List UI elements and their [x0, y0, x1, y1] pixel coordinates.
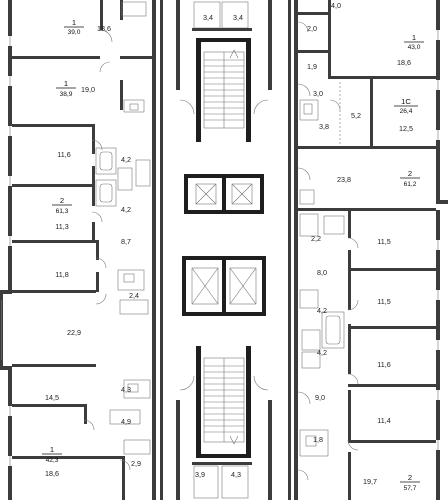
apartment-badge: 2 57,7 — [400, 473, 420, 492]
room-area: 22,9 — [67, 328, 81, 337]
svg-text:2: 2 — [408, 473, 412, 482]
room-area: 11,5 — [377, 297, 390, 306]
apartment-badge: 1 39,0 — [64, 18, 84, 36]
room-area: 12,5 — [399, 124, 413, 133]
room-area: 18,6 — [97, 24, 111, 33]
room-area: 18,6 — [397, 58, 411, 67]
room-area: 11,3 — [55, 222, 68, 231]
svg-text:42,3: 42,3 — [46, 457, 59, 464]
room-area: 9,0 — [315, 393, 325, 402]
room-area: 19,7 — [363, 477, 377, 486]
apartment-badge: 1 42,3 — [42, 445, 62, 464]
svg-text:1: 1 — [64, 79, 68, 88]
room-labels: 18,6 3,4 3,4 4,0 2,0 19,0 1,9 18,6 3,0 5… — [45, 1, 413, 486]
room-area: 2,4 — [129, 291, 139, 300]
svg-text:61,3: 61,3 — [56, 208, 69, 215]
central-core — [176, 0, 272, 500]
room-area: 4,2 — [121, 155, 131, 164]
apartment-badges: 1 39,0 1 43,0 1 38,9 1С 26,4 2 61,3 2 61… — [42, 18, 424, 492]
room-area: 4,3 — [121, 385, 131, 394]
room-area: 3,4 — [233, 13, 243, 22]
room-area: 4,2 — [121, 205, 131, 214]
room-area: 23,8 — [337, 175, 351, 184]
room-area: 3,8 — [319, 122, 329, 131]
svg-text:26,4: 26,4 — [400, 108, 413, 115]
room-area: 8,7 — [121, 237, 131, 246]
room-area: 3,4 — [203, 13, 213, 22]
svg-text:1: 1 — [50, 445, 54, 454]
room-area: 2,0 — [307, 24, 317, 33]
apartment-badge: 1 43,0 — [404, 33, 424, 51]
room-area: 8,0 — [317, 268, 327, 277]
apartment-badge: 1 38,9 — [56, 79, 76, 98]
svg-text:1: 1 — [412, 33, 416, 42]
room-area: 11,4 — [377, 416, 390, 425]
svg-text:39,0: 39,0 — [68, 29, 81, 36]
right-wing — [288, 0, 448, 500]
room-area: 11,5 — [377, 237, 390, 246]
room-area: 4,2 — [317, 306, 327, 315]
room-area: 4,0 — [331, 1, 341, 10]
svg-text:61,2: 61,2 — [404, 181, 417, 188]
room-area: 11,8 — [55, 270, 68, 279]
room-area: 2,2 — [311, 234, 321, 243]
room-area: 11,6 — [57, 150, 70, 159]
room-area: 5,2 — [351, 111, 361, 120]
room-area: 1,8 — [313, 435, 323, 444]
room-area: 19,0 — [81, 85, 95, 94]
room-area: 4,9 — [121, 417, 131, 426]
room-area: 3,9 — [195, 470, 205, 479]
left-wing — [0, 0, 163, 500]
room-area: 11,6 — [377, 360, 390, 369]
room-area: 2,9 — [131, 459, 141, 468]
apartment-badge: 2 61,2 — [400, 169, 420, 188]
svg-text:43,0: 43,0 — [408, 44, 421, 51]
svg-text:57,7: 57,7 — [404, 485, 417, 492]
room-area: 18,6 — [45, 469, 59, 478]
room-area: 14,5 — [45, 393, 59, 402]
room-area: 4,2 — [317, 348, 327, 357]
svg-text:1: 1 — [72, 18, 76, 27]
apartment-badge: 1С 26,4 — [394, 97, 418, 115]
svg-text:1С: 1С — [401, 97, 411, 106]
svg-text:2: 2 — [408, 169, 412, 178]
apartment-badge: 2 61,3 — [52, 196, 72, 215]
room-area: 3,0 — [313, 89, 323, 98]
svg-text:38,9: 38,9 — [60, 91, 73, 98]
room-area: 1,9 — [307, 62, 317, 71]
svg-text:2: 2 — [60, 196, 64, 205]
room-area: 4,3 — [231, 470, 241, 479]
